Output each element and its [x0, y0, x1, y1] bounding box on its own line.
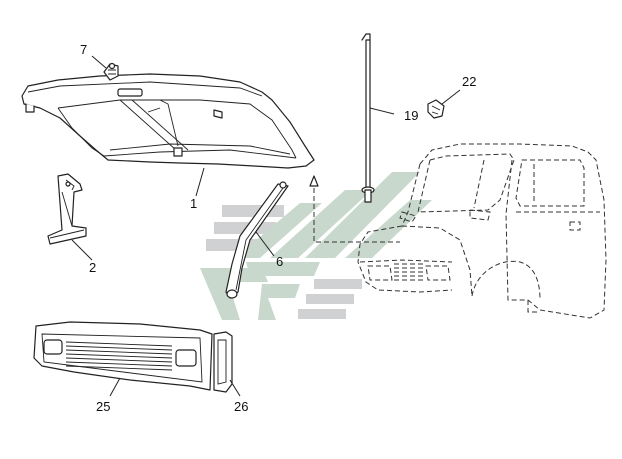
callout-7: 7 — [80, 42, 87, 57]
support-rod — [361, 33, 375, 203]
front-grille — [33, 321, 213, 391]
callout-25: 25 — [96, 399, 110, 414]
watermark-logo — [200, 172, 432, 320]
latch-clip — [103, 62, 119, 81]
leader-lines — [71, 55, 461, 397]
grille-mesh — [65, 341, 173, 371]
callout-26: 26 — [234, 399, 248, 414]
callout-2: 2 — [89, 260, 96, 275]
hinge-bracket — [47, 173, 87, 245]
assembly-arrow — [309, 175, 400, 243]
callout-19: 19 — [404, 108, 418, 123]
retaining-clip — [427, 99, 445, 119]
corner-trim — [213, 331, 233, 393]
prop-rod — [225, 181, 289, 299]
truck-cab — [357, 143, 607, 319]
hood-panel — [21, 73, 315, 169]
callout-1: 1 — [190, 196, 197, 211]
cab-grille — [394, 263, 424, 281]
callout-6: 6 — [276, 254, 283, 269]
callout-22: 22 — [462, 74, 476, 89]
callout-labels: 7 1 2 6 19 22 25 26 — [80, 42, 476, 414]
